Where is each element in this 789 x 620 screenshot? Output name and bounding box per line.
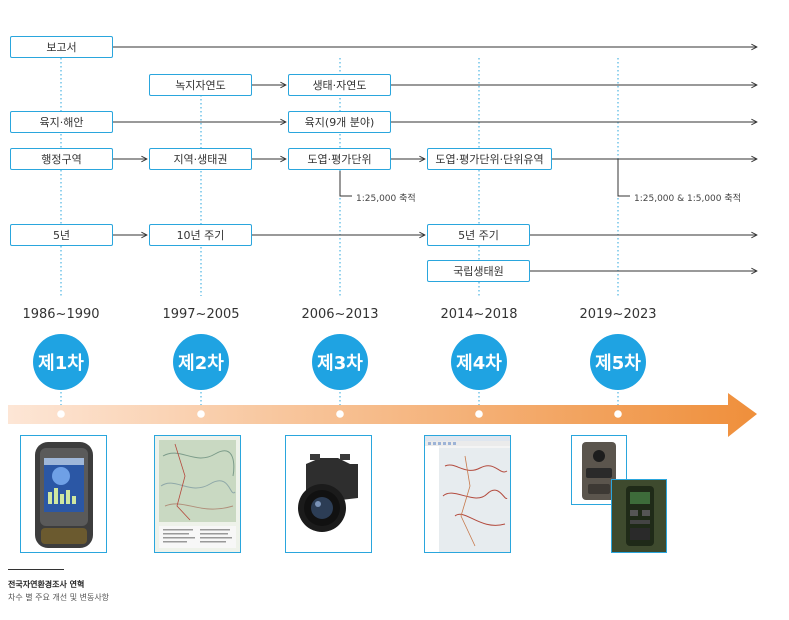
grid-eval-unit-box: 도엽·평가단위 [288, 148, 391, 170]
report-box: 보고서 [10, 36, 113, 58]
cycle-5-year-b-box: 5년 주기 [427, 224, 530, 246]
phase-5-circle: 제5차 [590, 334, 646, 390]
eco-nature-box: 생태·자연도 [288, 74, 391, 96]
gis-photo [424, 435, 511, 553]
phase-1-years: 1986~1990 [22, 307, 100, 322]
region-ecozone-box: 지역·생태권 [149, 148, 252, 170]
camera-photo [285, 435, 372, 553]
gps-device-icon [35, 442, 93, 548]
phase-3-circle: 제3차 [312, 334, 368, 390]
timeline-dots [57, 410, 622, 418]
paper-map-icon [155, 436, 240, 552]
trail-camera-open-icon [612, 480, 666, 552]
scale-note-2: 1:25,000 & 1:5,000 축적 [634, 194, 741, 204]
trail-camera-icon [572, 436, 626, 504]
green-index-box: 녹지자연도 [149, 74, 252, 96]
cycle-5-year-box: 5년 [10, 224, 113, 246]
gis-software-icon [425, 436, 510, 552]
trail-camera-photo-2 [611, 479, 667, 553]
phase-2-years: 1997~2005 [162, 307, 240, 322]
admin-district-box: 행정구역 [10, 148, 113, 170]
scale1-bracket [339, 171, 352, 197]
phase-4-circle: 제4차 [451, 334, 507, 390]
phase-3-years: 2006~2013 [301, 307, 379, 322]
gps-photo [20, 435, 107, 553]
cycle-10-year-box: 10년 주기 [149, 224, 252, 246]
caption-title: 전국자연환경조사 연혁 [8, 580, 85, 589]
row-arrows [113, 47, 757, 271]
nie-box: 국립생태원 [427, 260, 530, 282]
land-coast-box: 육지·해안 [10, 111, 113, 133]
map-photo [154, 435, 241, 553]
grid-eval-basin-box: 도엽·평가단위·단위유역 [427, 148, 552, 170]
phase-2-circle: 제2차 [173, 334, 229, 390]
land-9-fields-box: 육지(9개 분야) [288, 111, 391, 133]
scale-note-1: 1:25,000 축적 [356, 194, 416, 204]
caption-rule [8, 569, 64, 570]
scale2-bracket [617, 159, 630, 197]
phase-5-years: 2019~2023 [579, 307, 657, 322]
phase-4-years: 2014~2018 [440, 307, 518, 322]
camera-icon [286, 436, 371, 552]
timeline-arrow [8, 393, 757, 437]
caption-subtitle: 차수 별 주요 개선 및 변동사항 [8, 593, 110, 602]
phase-1-circle: 제1차 [33, 334, 89, 390]
